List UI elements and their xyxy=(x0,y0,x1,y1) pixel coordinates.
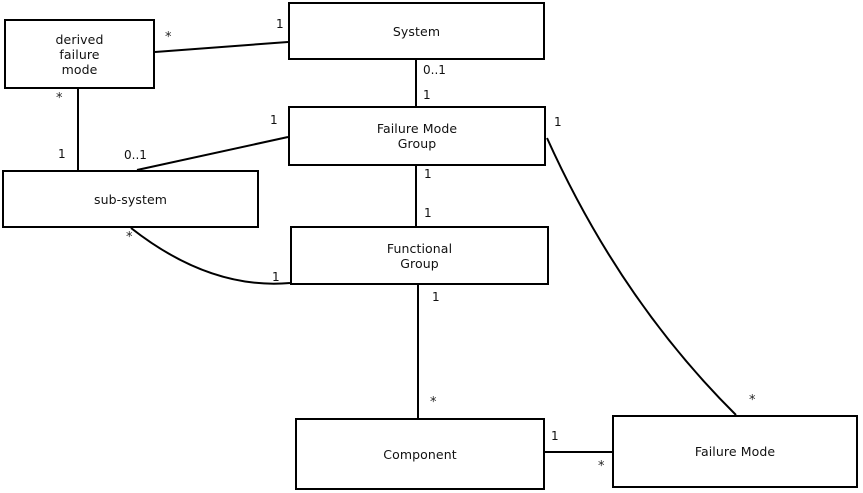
association-derived-failure-mode--system xyxy=(154,41,289,53)
multiplicity-failure-mode-to-component-star: * xyxy=(598,459,605,474)
multiplicity-failure-mode-to-fmg-star: * xyxy=(749,393,756,408)
multiplicity-dfm-to-subsystem-star: * xyxy=(56,91,63,106)
multiplicity-system-to-dfm-one: 1 xyxy=(276,17,284,31)
class-box-failure-mode[interactable]: Failure Mode xyxy=(612,415,858,488)
class-label-functional-group: Functional Group xyxy=(386,240,453,271)
multiplicity-subsystem-to-fg-star: * xyxy=(126,230,133,245)
class-label-failure-mode: Failure Mode xyxy=(694,444,776,459)
class-label-sub-system: sub-system xyxy=(93,191,168,207)
multiplicity-fg-to-subsystem-one: 1 xyxy=(272,270,280,284)
class-box-functional-group[interactable]: Functional Group xyxy=(290,226,549,285)
class-box-failure-mode-group[interactable]: Failure Mode Group xyxy=(288,106,546,166)
class-label-component: Component xyxy=(383,446,457,462)
multiplicity-subsystem-to-dfm-one: 1 xyxy=(58,147,66,161)
association-sub-system--functional-group xyxy=(130,227,291,285)
multiplicity-fmg-to-system-one: 1 xyxy=(423,88,431,102)
multiplicity-fg-to-fmg-one: 1 xyxy=(424,206,432,220)
class-label-system: System xyxy=(392,23,441,39)
class-label-failure-mode-group: Failure Mode Group xyxy=(376,121,458,151)
association-failure-mode-group--failure-mode xyxy=(546,137,737,416)
multiplicity-fmg-to-fg-one: 1 xyxy=(424,167,432,181)
class-box-sub-system[interactable]: sub-system xyxy=(2,170,259,228)
class-box-system[interactable]: System xyxy=(288,2,545,60)
class-box-derived-failure-mode[interactable]: derived failure mode xyxy=(4,19,155,89)
multiplicity-system-to-fmg-zero-one: 0..1 xyxy=(423,63,446,77)
class-label-derived-failure-mode: derived failure mode xyxy=(55,31,104,77)
multiplicity-fmg-to-failure-mode-one: 1 xyxy=(554,115,562,129)
multiplicity-component-to-fg-star: * xyxy=(430,395,437,410)
multiplicity-fmg-to-subsystem-one: 1 xyxy=(270,113,278,127)
multiplicity-fg-to-component-one: 1 xyxy=(432,290,440,304)
association-sub-system--failure-mode-group xyxy=(136,136,289,171)
multiplicity-dfm-to-system-star: * xyxy=(165,30,172,45)
multiplicity-subsystem-to-fmg-zero-one: 0..1 xyxy=(124,148,147,162)
multiplicity-component-to-failure-mode-one: 1 xyxy=(551,429,559,443)
class-box-component[interactable]: Component xyxy=(295,418,545,490)
